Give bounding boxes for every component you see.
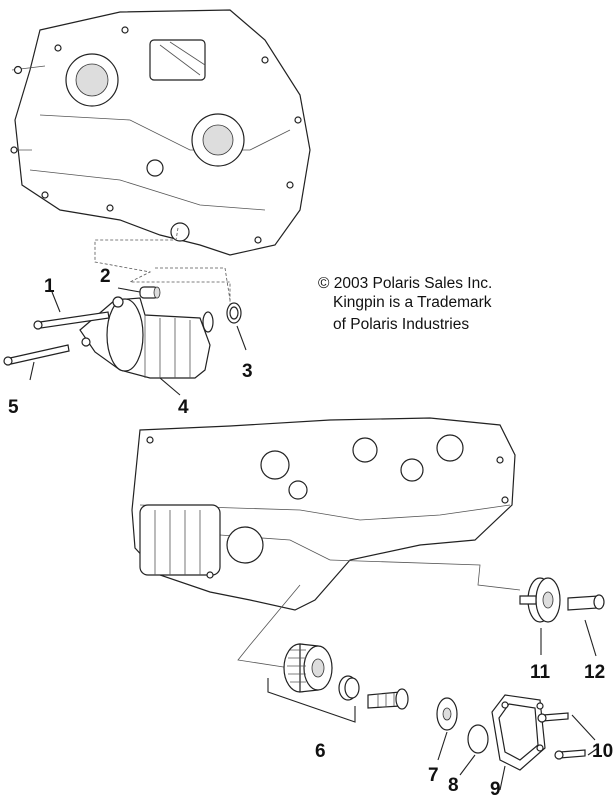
callout-11: 11	[530, 662, 551, 683]
copyright-line-2: Kingpin is a Trademark	[333, 294, 492, 311]
assembly-path-upper	[94, 227, 231, 308]
callout-7: 7	[428, 765, 439, 786]
copyright-line-1: © 2003 Polaris Sales Inc.	[318, 275, 492, 292]
crankcase-upper	[10, 9, 311, 256]
callout-9: 9	[490, 779, 501, 798]
starter-bolt-5	[3, 344, 70, 366]
leader-lines-upper	[29, 287, 247, 396]
o-ring-3	[226, 302, 242, 324]
copyright-line-3: of Polaris Industries	[333, 316, 469, 333]
gear-7	[436, 697, 458, 731]
starter-dowel-2	[139, 286, 161, 299]
gear-11	[519, 577, 561, 623]
callout-10: 10	[592, 741, 613, 762]
callout-5: 5	[8, 397, 19, 418]
callout-8: 8	[448, 775, 459, 796]
shaft-12	[567, 594, 605, 611]
starter-motor	[79, 296, 214, 379]
callout-6: 6	[315, 741, 326, 762]
leader-lines-lower	[437, 619, 599, 791]
bendix-shaft	[367, 688, 409, 710]
bolts-10	[537, 712, 586, 760]
callout-2: 2	[100, 266, 111, 287]
engine-lower	[131, 417, 516, 611]
callout-12: 12	[584, 662, 605, 683]
assembly-path-gear6	[237, 584, 301, 669]
callout-3: 3	[242, 361, 253, 382]
callout-1: 1	[44, 276, 55, 297]
idler-cup	[338, 675, 360, 701]
assembly-path-gear11	[329, 559, 521, 591]
starter-bolt-1	[33, 311, 110, 330]
starter-drive-gear	[283, 643, 333, 693]
gear6-bracket	[267, 678, 356, 723]
callout-4: 4	[178, 397, 189, 418]
gasket-8	[467, 724, 489, 754]
cover-9	[491, 694, 546, 771]
